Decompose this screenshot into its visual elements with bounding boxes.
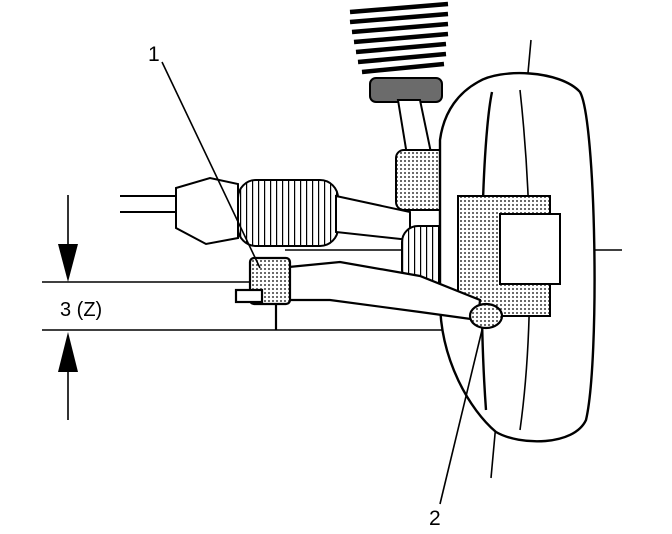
arm-mount-bracket bbox=[234, 288, 264, 304]
arrow-down-icon bbox=[58, 244, 78, 282]
callout-1: 1 bbox=[148, 43, 160, 66]
drive-shaft bbox=[120, 176, 469, 287]
coil-spring bbox=[349, 1, 449, 75]
wheel bbox=[438, 72, 596, 443]
strut-assembly bbox=[349, 1, 449, 211]
leader-line-2 bbox=[439, 329, 483, 505]
arrow-up-icon bbox=[58, 332, 78, 372]
inner-cv-boot bbox=[237, 179, 339, 247]
hub-flange bbox=[499, 213, 561, 285]
inner-cv-housing bbox=[175, 176, 239, 246]
spring-seat bbox=[369, 77, 443, 103]
dimension-label: 3 (Z) bbox=[60, 299, 103, 321]
leader-line-1 bbox=[161, 61, 261, 269]
ball-joint bbox=[468, 302, 504, 330]
lower-arm bbox=[234, 256, 504, 330]
dimension-arrows bbox=[58, 195, 78, 420]
leader-lines bbox=[161, 61, 483, 505]
callout-2: 2 bbox=[429, 507, 441, 530]
